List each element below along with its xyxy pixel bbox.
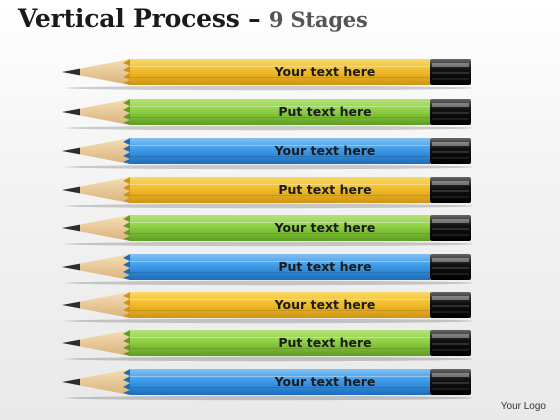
- pencil-icon: [62, 254, 472, 286]
- pencil-stage-1: Your text here: [60, 57, 472, 91]
- stage-label: Your text here: [274, 143, 376, 158]
- pencil-icon: [62, 138, 472, 170]
- pencil-icon: [62, 99, 472, 131]
- pencil-stage-3: Your text here: [60, 136, 472, 170]
- pencil-icon: [62, 369, 472, 401]
- title-dash: –: [248, 4, 261, 33]
- pencil-icon: [62, 177, 472, 209]
- stage-label: Your text here: [274, 64, 376, 79]
- stage-label: Put text here: [278, 182, 372, 197]
- stage-label: Put text here: [278, 104, 372, 119]
- pencil-icon: [62, 59, 472, 91]
- stage-label: Your text here: [274, 220, 376, 235]
- stage-label: Your text here: [274, 297, 376, 312]
- pencil-stage-7: Your text here: [60, 290, 472, 324]
- pencil-stage-6: Put text here: [60, 252, 472, 286]
- pencil-stage-2: Put text here: [60, 97, 472, 131]
- title-main: Vertical Process: [18, 4, 240, 33]
- stage-label: Put text here: [278, 259, 372, 274]
- pencil-icon: [62, 292, 472, 324]
- pencil-icon: [62, 215, 472, 247]
- pencil-stage-5: Your text here: [60, 213, 472, 247]
- pencil-icon: [62, 330, 472, 362]
- logo-text: Your Logo: [500, 401, 546, 412]
- title-sub: 9 Stages: [268, 7, 368, 32]
- stage-label: Put text here: [278, 335, 372, 350]
- page-title: Vertical Process – 9 Stages: [18, 4, 368, 33]
- pencil-stage-8: Put text here: [60, 328, 472, 362]
- pencil-stage-9: Your text here: [60, 367, 472, 401]
- pencil-stage-4: Put text here: [60, 175, 472, 209]
- stage-label: Your text here: [274, 374, 376, 389]
